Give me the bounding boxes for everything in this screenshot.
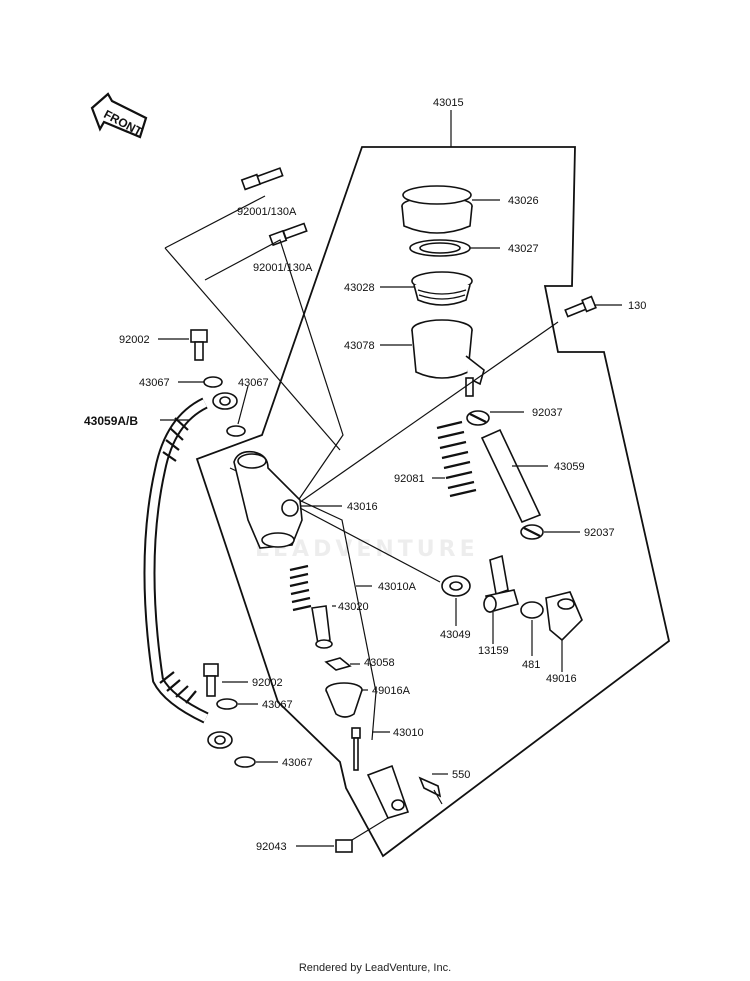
washer-43067-b: [226, 425, 246, 437]
label-92001-a: 92001/130A: [237, 206, 297, 218]
label-43016: 43016: [347, 501, 378, 513]
label-43020: 43020: [338, 601, 369, 613]
spring-92081: [436, 420, 477, 498]
label-43010a: 43010A: [378, 581, 417, 593]
label-130: 130: [628, 300, 646, 312]
hose-clamp-92037-a: [466, 410, 490, 426]
bolt-92002-a: [190, 329, 208, 361]
screw-130: [564, 295, 597, 318]
bolt-92001-b: [268, 222, 308, 247]
reservoir-hose-43059: [480, 428, 542, 524]
bolt-92001-a: [240, 167, 284, 191]
assembly-frame-43015: [195, 146, 671, 858]
label-43067-c: 43067: [262, 699, 293, 711]
dust-boot-49016a: [325, 682, 363, 718]
diaphragm-43028: [411, 271, 473, 306]
label-49016: 49016: [546, 673, 577, 685]
leader-92001-a: [164, 195, 266, 249]
push-rod-43010: [351, 727, 410, 819]
hose-clamp-92037-b: [520, 524, 544, 540]
label-49016a: 49016A: [372, 685, 411, 697]
label-43015: 43015: [433, 97, 464, 109]
label-43059ab: 43059A/B: [84, 414, 138, 428]
label-92043: 92043: [256, 841, 287, 853]
reservoir-43078: [411, 319, 485, 397]
label-43058: 43058: [364, 657, 395, 669]
front-arrow-icon: FRONT: [90, 92, 148, 139]
label-43028: 43028: [344, 282, 375, 294]
label-43067-a: 43067: [139, 377, 170, 389]
circlip-43058: [324, 657, 352, 671]
spring-43020: [289, 564, 333, 649]
label-92037-b: 92037: [584, 527, 615, 539]
label-43078: 43078: [344, 340, 375, 352]
label-13159: 13159: [478, 645, 509, 657]
label-92001-b: 92001/130A: [253, 262, 313, 274]
o-ring-481: [520, 601, 544, 619]
label-43067-d: 43067: [282, 757, 313, 769]
label-92081: 92081: [394, 473, 425, 485]
fitting-49016: [545, 591, 583, 642]
brake-hose-43059ab: [143, 392, 238, 749]
elbow-13159: [483, 554, 519, 613]
cotter-pin-550: [418, 776, 443, 805]
label-92002-a: 92002: [119, 334, 150, 346]
washer-43067-c: [216, 698, 238, 710]
label-43059: 43059: [554, 461, 585, 473]
label-43026: 43026: [508, 195, 539, 207]
pin-92043: [335, 839, 353, 853]
grommet-43049: [441, 575, 471, 597]
label-43010: 43010: [393, 727, 424, 739]
label-92002-b: 92002: [252, 677, 283, 689]
diaphragm-plate-43027: [409, 239, 471, 257]
label-43027: 43027: [508, 243, 539, 255]
washer-43067-d: [234, 756, 256, 768]
label-43049: 43049: [440, 629, 471, 641]
leader-lines: [158, 110, 622, 847]
reservoir-cap-43026: [401, 185, 473, 234]
bolt-92002-b: [203, 663, 219, 697]
label-481: 481: [522, 659, 540, 671]
label-550: 550: [452, 769, 470, 781]
master-cylinder-43016: [233, 450, 303, 549]
footer-credit: Rendered by LeadVenture, Inc.: [298, 962, 452, 974]
label-92037-a: 92037: [532, 407, 563, 419]
washer-43067-a: [203, 376, 223, 388]
leader-130: [292, 321, 559, 508]
label-43067-b: 43067: [238, 377, 269, 389]
